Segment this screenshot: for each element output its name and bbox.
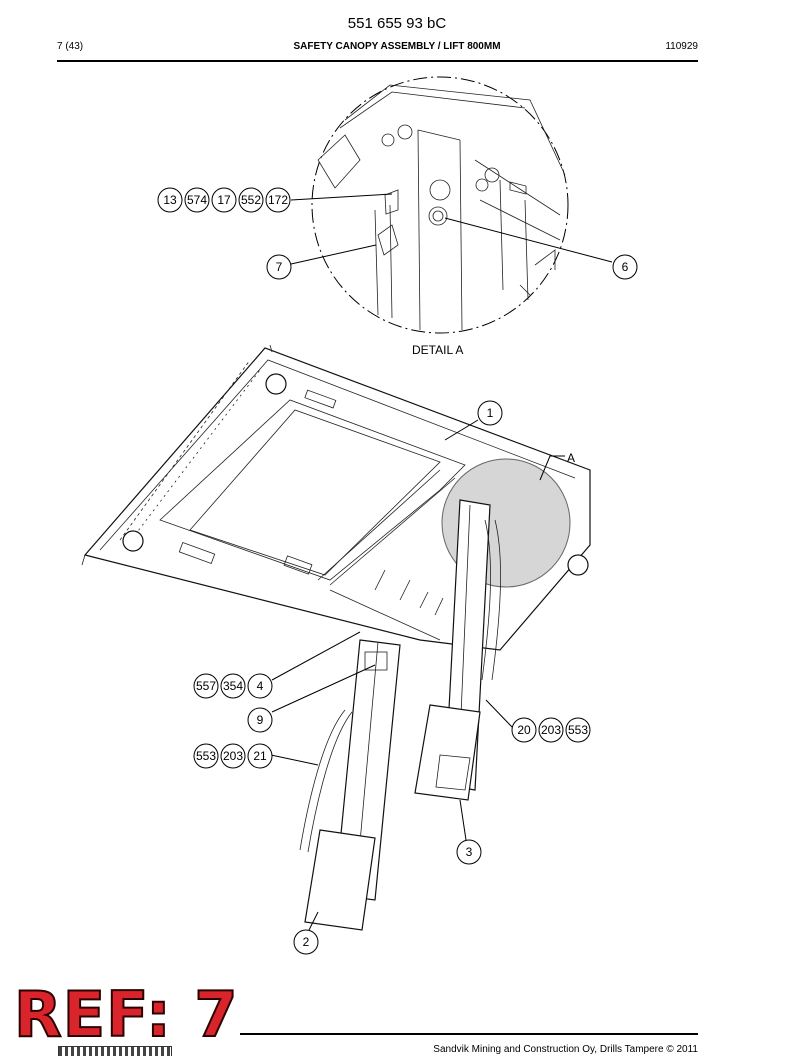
callout-group-21: 553 203 21 xyxy=(193,743,273,769)
svg-text:203: 203 xyxy=(223,749,243,763)
document-title: SAFETY CANOPY ASSEMBLY / LIFT 800MM xyxy=(293,41,501,52)
detail-view xyxy=(311,76,569,334)
svg-text:4: 4 xyxy=(257,679,264,693)
header-rule xyxy=(57,60,698,62)
page-number: 7 (43) xyxy=(57,41,84,52)
ref-stamp: REF: 7 xyxy=(13,978,239,1051)
svg-text:2: 2 xyxy=(303,935,310,949)
callout-9: 9 xyxy=(247,707,273,733)
callout-13: 13 xyxy=(163,193,177,207)
callout-1: 1 xyxy=(477,400,503,426)
callout-552: 552 xyxy=(241,193,261,207)
svg-text:553: 553 xyxy=(196,749,216,763)
document-number: 551 655 93 bC xyxy=(347,15,447,32)
callout-7: 7 xyxy=(266,254,292,280)
detail-a-marker: A xyxy=(567,451,575,465)
svg-text:553: 553 xyxy=(568,723,588,737)
leader-lines xyxy=(270,193,613,933)
sandvik-logo xyxy=(58,1046,172,1056)
callout-group-detail: 13 574 17 552 172 xyxy=(157,187,291,213)
callout-574: 574 xyxy=(187,193,207,207)
svg-text:354: 354 xyxy=(223,679,243,693)
detail-a-label: DETAIL A xyxy=(412,343,463,357)
callout-2: 2 xyxy=(293,929,319,955)
svg-text:7: 7 xyxy=(276,260,283,274)
callout-17: 17 xyxy=(217,193,231,207)
left-upright xyxy=(299,639,401,931)
svg-text:6: 6 xyxy=(622,260,629,274)
right-upright xyxy=(414,499,501,801)
svg-text:1: 1 xyxy=(487,406,494,420)
svg-text:3: 3 xyxy=(466,845,473,859)
document-date: 110929 xyxy=(665,41,698,52)
callout-3: 3 xyxy=(456,839,482,865)
callout-172: 172 xyxy=(268,193,288,207)
callout-group-4: 557 354 4 xyxy=(193,673,273,699)
svg-text:21: 21 xyxy=(253,749,267,763)
footer-rule xyxy=(240,1033,698,1035)
svg-text:9: 9 xyxy=(257,713,264,727)
svg-text:20: 20 xyxy=(517,723,531,737)
svg-text:203: 203 xyxy=(541,723,561,737)
svg-text:557: 557 xyxy=(196,679,216,693)
copyright-text: Sandvik Mining and Construction Oy, Dril… xyxy=(433,1044,698,1055)
callout-6: 6 xyxy=(612,254,638,280)
callout-group-20: 20 203 553 xyxy=(511,717,591,743)
